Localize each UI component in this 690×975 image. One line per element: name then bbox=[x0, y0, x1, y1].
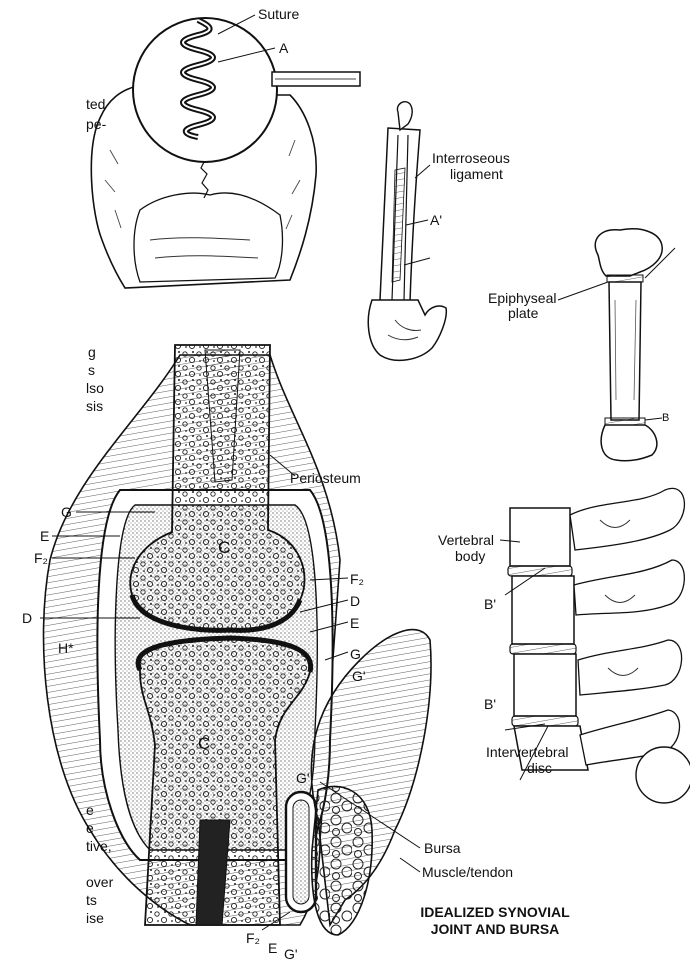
label-intervertebral-disc-line1: Intervertebral bbox=[486, 744, 568, 760]
label-vertebral-body-line2: body bbox=[455, 548, 485, 564]
label-e-right: E bbox=[350, 615, 359, 631]
label-d-right: D bbox=[350, 593, 360, 609]
forearm-illustration bbox=[368, 102, 446, 361]
label-interroseous-ligament-line1: Interroseous bbox=[432, 150, 510, 166]
label-a-prime: A' bbox=[430, 212, 442, 228]
label-b-prime-lower: B' bbox=[484, 696, 496, 712]
cut-text-6: sis bbox=[86, 394, 103, 418]
label-interroseous-ligament-line2: ligament bbox=[450, 166, 503, 182]
label-g-prime-inner: G' bbox=[296, 770, 310, 786]
label-epiphyseal-plate-line2: plate bbox=[508, 305, 538, 321]
cut-text-12: ise bbox=[86, 906, 104, 930]
label-c-bottom: C bbox=[198, 736, 210, 752]
label-muscle-tendon: Muscle/tendon bbox=[422, 864, 513, 880]
diagram-title-line2: JOINT AND BURSA bbox=[400, 921, 590, 938]
label-h-left: H* bbox=[58, 640, 74, 656]
label-b-small: B bbox=[662, 410, 669, 426]
label-e-left: E bbox=[40, 528, 49, 544]
label-epiphyseal-plate-line1: Epiphyseal bbox=[488, 290, 557, 306]
label-g-right: G bbox=[350, 646, 361, 662]
label-f-bottom: F₂ bbox=[246, 930, 260, 946]
label-d-left: D bbox=[22, 610, 32, 626]
label-e-bottom: E bbox=[268, 940, 277, 956]
label-f-right: F₂ bbox=[350, 571, 364, 587]
label-g-prime-right: G' bbox=[352, 668, 366, 684]
diagram-title-line1: IDEALIZED SYNOVIAL bbox=[400, 904, 590, 921]
label-b-prime-upper: B' bbox=[484, 596, 496, 612]
suture-magnifier bbox=[133, 15, 360, 162]
label-c-top: C bbox=[218, 540, 230, 556]
cut-text-9: tive, bbox=[86, 834, 112, 858]
label-a: A bbox=[279, 40, 288, 56]
label-f-left: F₂ bbox=[34, 550, 48, 566]
cut-text-2: pe- bbox=[86, 112, 106, 136]
long-bone-illustration bbox=[558, 229, 675, 461]
label-intervertebral-disc-line2: disc bbox=[527, 760, 552, 776]
label-bursa: Bursa bbox=[424, 840, 461, 856]
label-g-prime-bottom: G' bbox=[284, 946, 298, 962]
label-suture: Suture bbox=[258, 6, 299, 22]
page-hole-circle bbox=[636, 747, 690, 803]
label-periosteum: Periosteum bbox=[290, 470, 361, 486]
label-g-left: G bbox=[61, 504, 72, 520]
vertebral-column-illustration bbox=[500, 488, 684, 780]
label-vertebral-body-line1: Vertebral bbox=[438, 532, 494, 548]
